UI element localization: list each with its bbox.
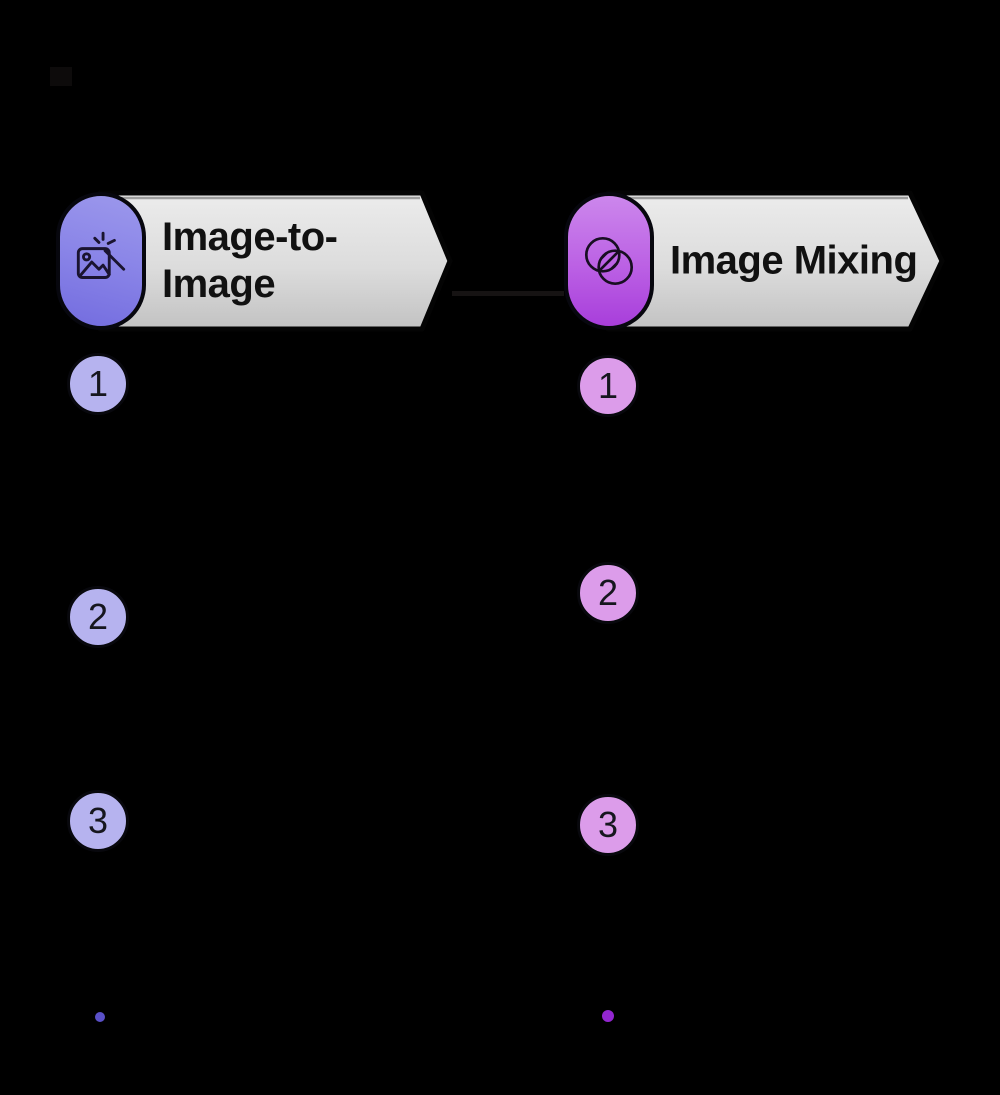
banner-title-line: Image Mixing: [670, 238, 918, 283]
step-circle-2-image-mixing: 2: [577, 562, 639, 624]
step-number: 2: [597, 572, 619, 613]
step-circle-2-image-to-image: 2: [67, 586, 129, 648]
step-number: 3: [597, 804, 619, 845]
pill-badge-image-to-image: [56, 192, 146, 330]
step-circle-1-image-to-image: 1: [67, 353, 129, 415]
faint-artifact-square: [50, 67, 72, 86]
step-number: 3: [87, 800, 109, 841]
step-circle-3-image-mixing: 3: [577, 794, 639, 856]
step-circle-3-image-to-image: 3: [67, 790, 129, 852]
bullet-dot-image-to-image: [95, 1012, 105, 1022]
banner-title-image-to-image: Image-to- Image: [162, 214, 338, 308]
banner-title-line: Image: [162, 262, 276, 306]
overlapping-circles-icon: [584, 236, 634, 286]
image-wand-icon: [76, 231, 126, 279]
bullet-dot-image-mixing: [602, 1010, 614, 1022]
step-number: 1: [87, 363, 109, 404]
step-number: 2: [87, 596, 109, 637]
step-number: 1: [597, 365, 619, 406]
banner-title-line: Image-to-: [162, 215, 338, 259]
pill-badge-image-mixing: [564, 192, 654, 330]
banner-image-to-image: Image-to- Image: [56, 189, 456, 333]
connector-line: [452, 291, 564, 296]
banner-arrow-shape: [605, 190, 945, 332]
step-circle-1-image-mixing: 1: [577, 355, 639, 417]
banner-title-image-mixing: Image Mixing: [670, 238, 918, 285]
banner-image-mixing: Image Mixing: [564, 189, 948, 333]
